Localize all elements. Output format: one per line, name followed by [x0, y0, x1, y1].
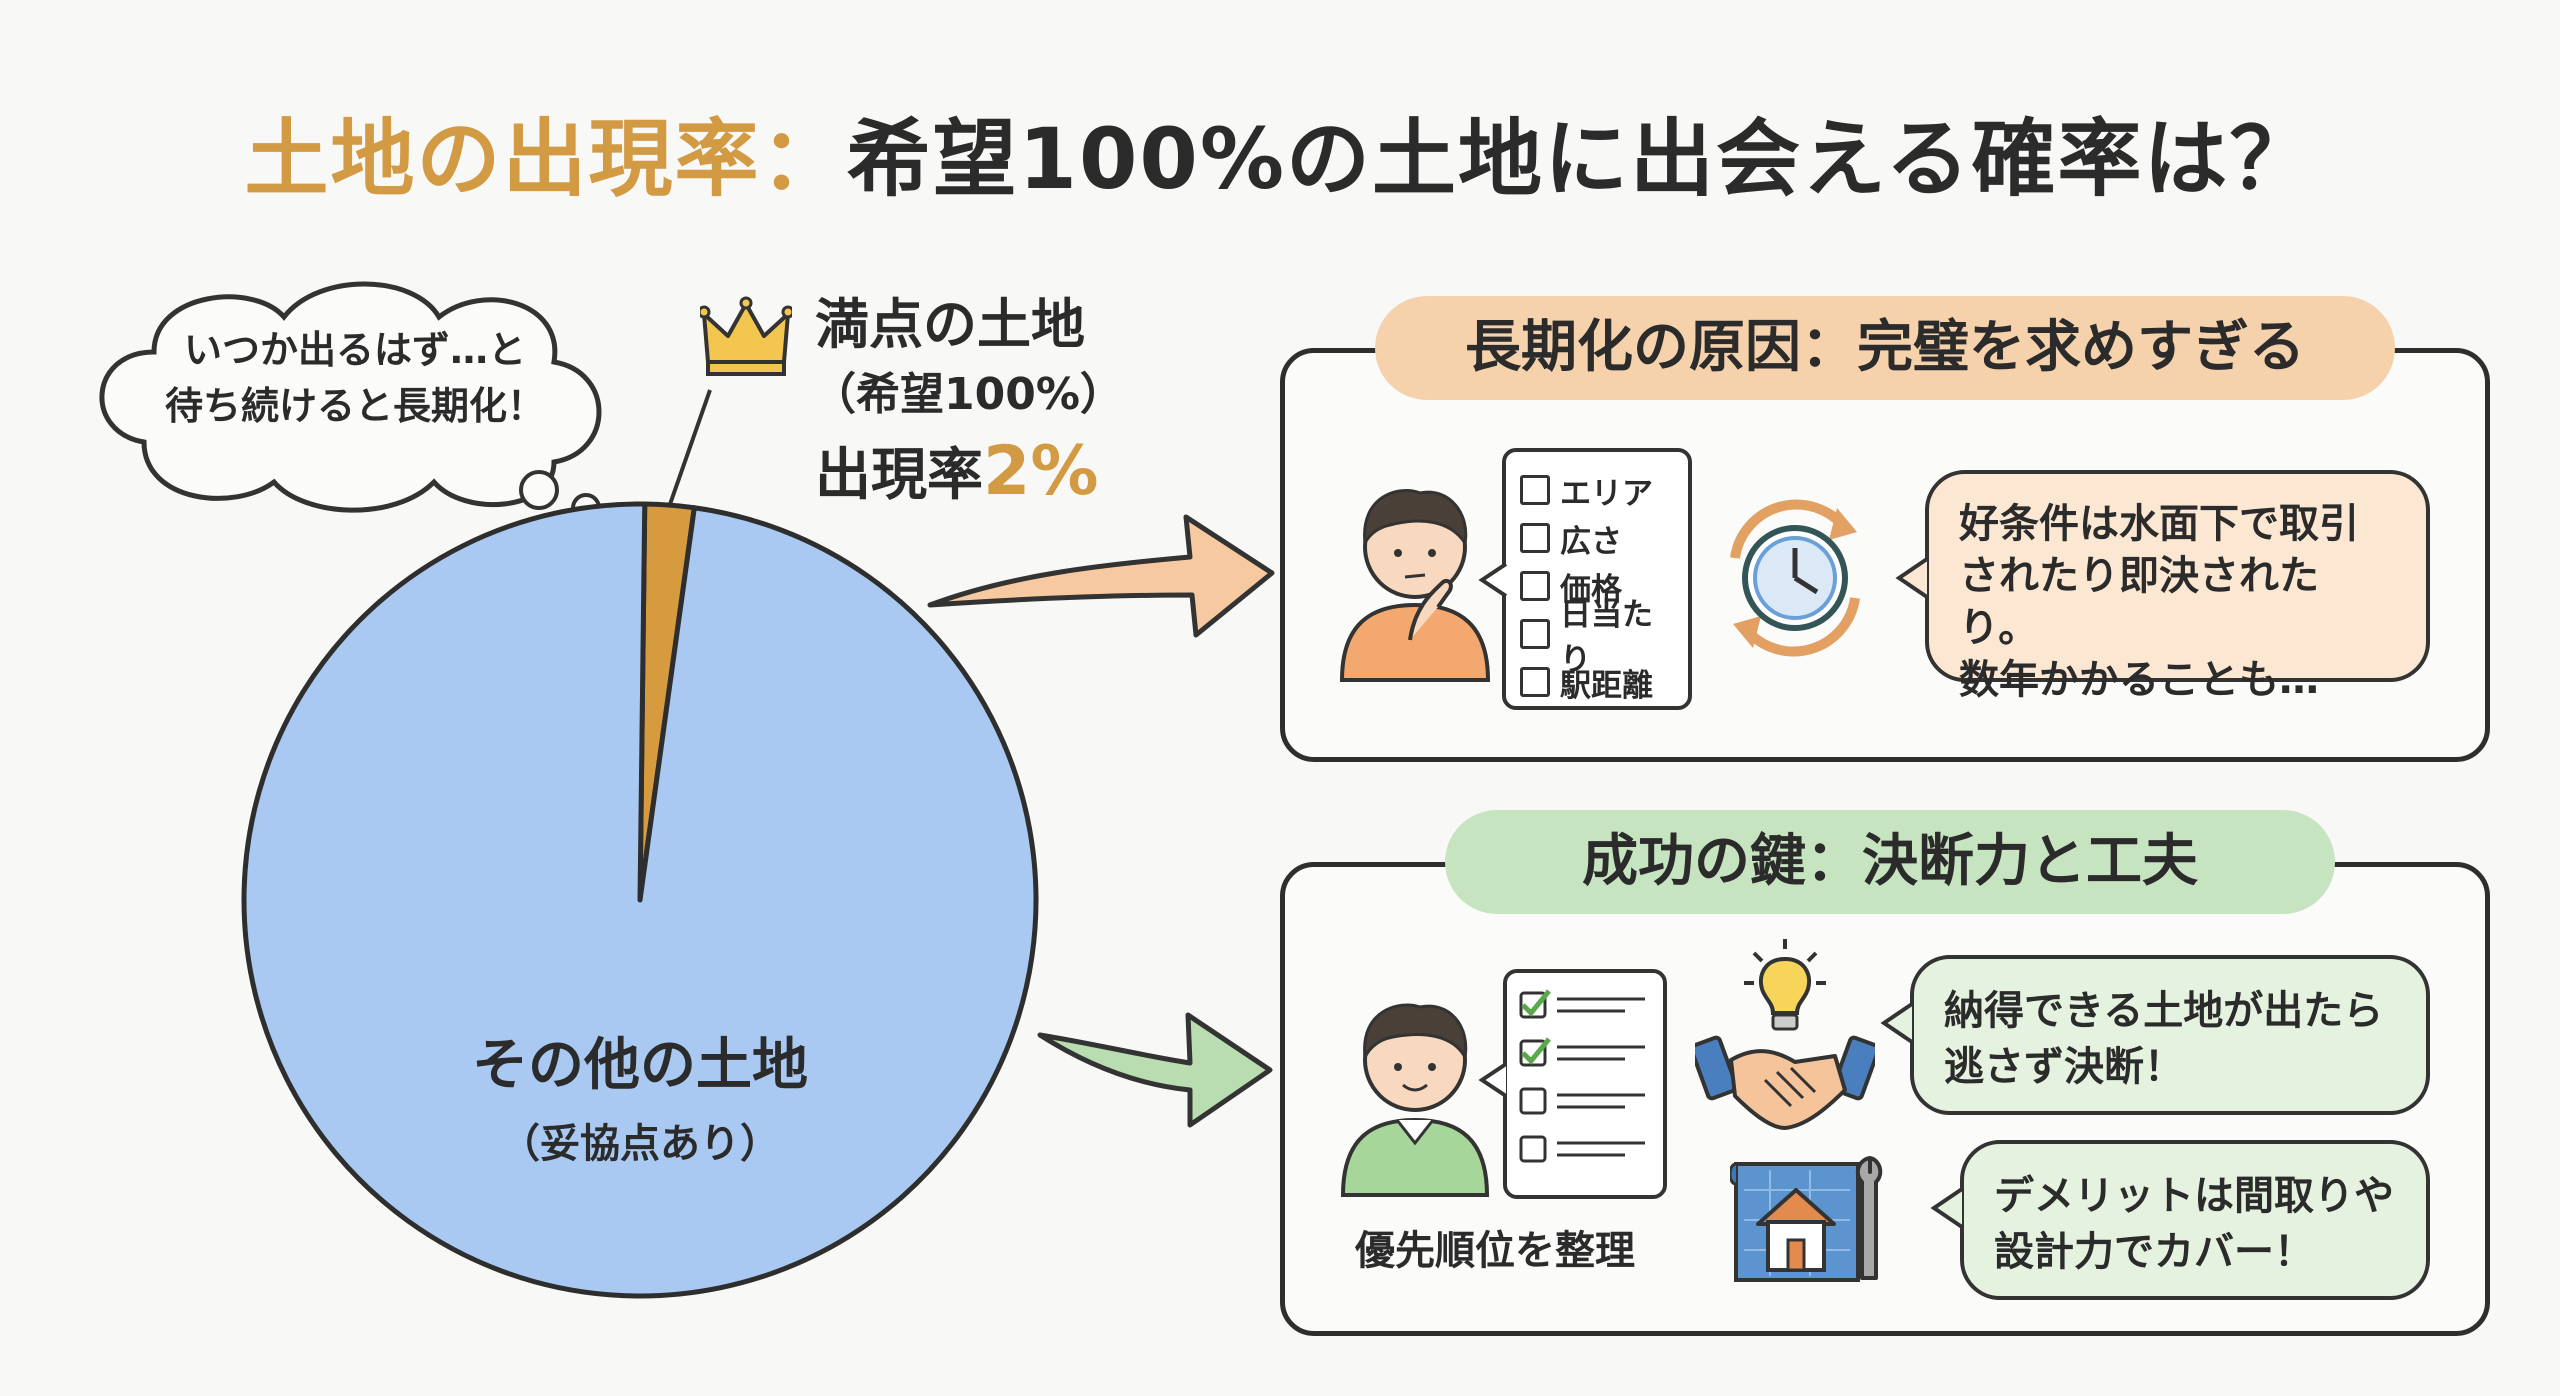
thought-line-1: いつか出るはず…と	[183, 328, 526, 372]
page-title: 土地の出現率：希望100%の土地に出会える確率は？	[0, 92, 2560, 213]
checklist-pointer-bottom	[1478, 1062, 1508, 1098]
person-caption: 優先順位を整理	[1355, 1228, 1635, 1274]
design-bubble: デメリットは間取りや 設計力でカバー！	[1960, 1140, 2430, 1300]
decision-bubble-pointer	[1880, 1002, 1914, 1044]
handshake-icon	[1695, 1035, 1875, 1130]
rate-value: 2%	[983, 432, 1099, 511]
person-icon	[1340, 1003, 1490, 1197]
checklist-item-size: 広さ	[1520, 514, 1674, 562]
checkbox-icon	[1520, 571, 1550, 601]
rate-label: 出現率	[815, 443, 983, 508]
priority-checklist-icon	[1503, 969, 1667, 1199]
title-highlight: 土地の出現率：	[244, 110, 847, 208]
arrow-to-success	[1037, 1012, 1273, 1128]
pie-other-sub: （妥協点あり）	[500, 1121, 780, 1167]
crown-icon	[700, 296, 792, 376]
pie-other-label: その他の土地	[472, 1033, 808, 1098]
perfect-land-sub: （希望100%）	[812, 369, 1124, 420]
blueprint-house-icon	[1730, 1156, 1883, 1282]
pie-chart	[241, 501, 1039, 1299]
clock-cycle-icon	[1730, 499, 1860, 657]
thought-bubble-cloud	[99, 281, 602, 523]
checkbox-icon	[1520, 523, 1550, 553]
thought-line-2: 待ち続けると長期化！	[164, 384, 545, 428]
checklist-item-station-distance: 駅距離	[1520, 658, 1674, 706]
checkbox-icon	[1520, 475, 1550, 505]
design-bubble-pointer	[1930, 1187, 1964, 1229]
bubble-pointer	[1895, 557, 1929, 599]
perfect-land-rate: 出現率2%	[815, 430, 1098, 511]
cause-bubble: 好条件は水面下で取引 されたり即決されたり。 数年かかることも…	[1925, 470, 2430, 703]
checklist-item-area: エリア	[1520, 466, 1674, 514]
conditions-checklist: エリア 広さ 価格 日当たり 駅距離	[1502, 448, 1692, 710]
success-heading: 成功の鍵：決断力と工夫	[1445, 810, 2335, 914]
checkbox-icon	[1520, 667, 1550, 697]
lightbulb-icon	[1744, 939, 1826, 1031]
checkbox-icon	[1520, 619, 1550, 649]
checklist-item-price: 価格	[1520, 562, 1674, 610]
pie-slice-other	[241, 501, 1039, 1299]
checklist-pointer	[1478, 562, 1508, 598]
checklist-item-sunlight: 日当たり	[1520, 597, 1674, 678]
thinking-person-icon	[1339, 489, 1491, 682]
perfect-land-label: 満点の土地	[815, 293, 1085, 356]
thought-bubble-text: いつか出るはず…と 待ち続けると長期化！	[140, 322, 570, 434]
leader-line	[666, 389, 712, 511]
arrow-to-cause	[927, 514, 1275, 638]
decision-bubble: 納得できる土地が出たら 逃さず決断！	[1910, 955, 2430, 1115]
pie-other-label-block: その他の土地 （妥協点あり）	[400, 1020, 880, 1169]
cause-heading: 長期化の原因：完璧を求めすぎる	[1375, 296, 2395, 400]
title-rest: 希望100%の土地に出会える確率は？	[846, 110, 2316, 208]
